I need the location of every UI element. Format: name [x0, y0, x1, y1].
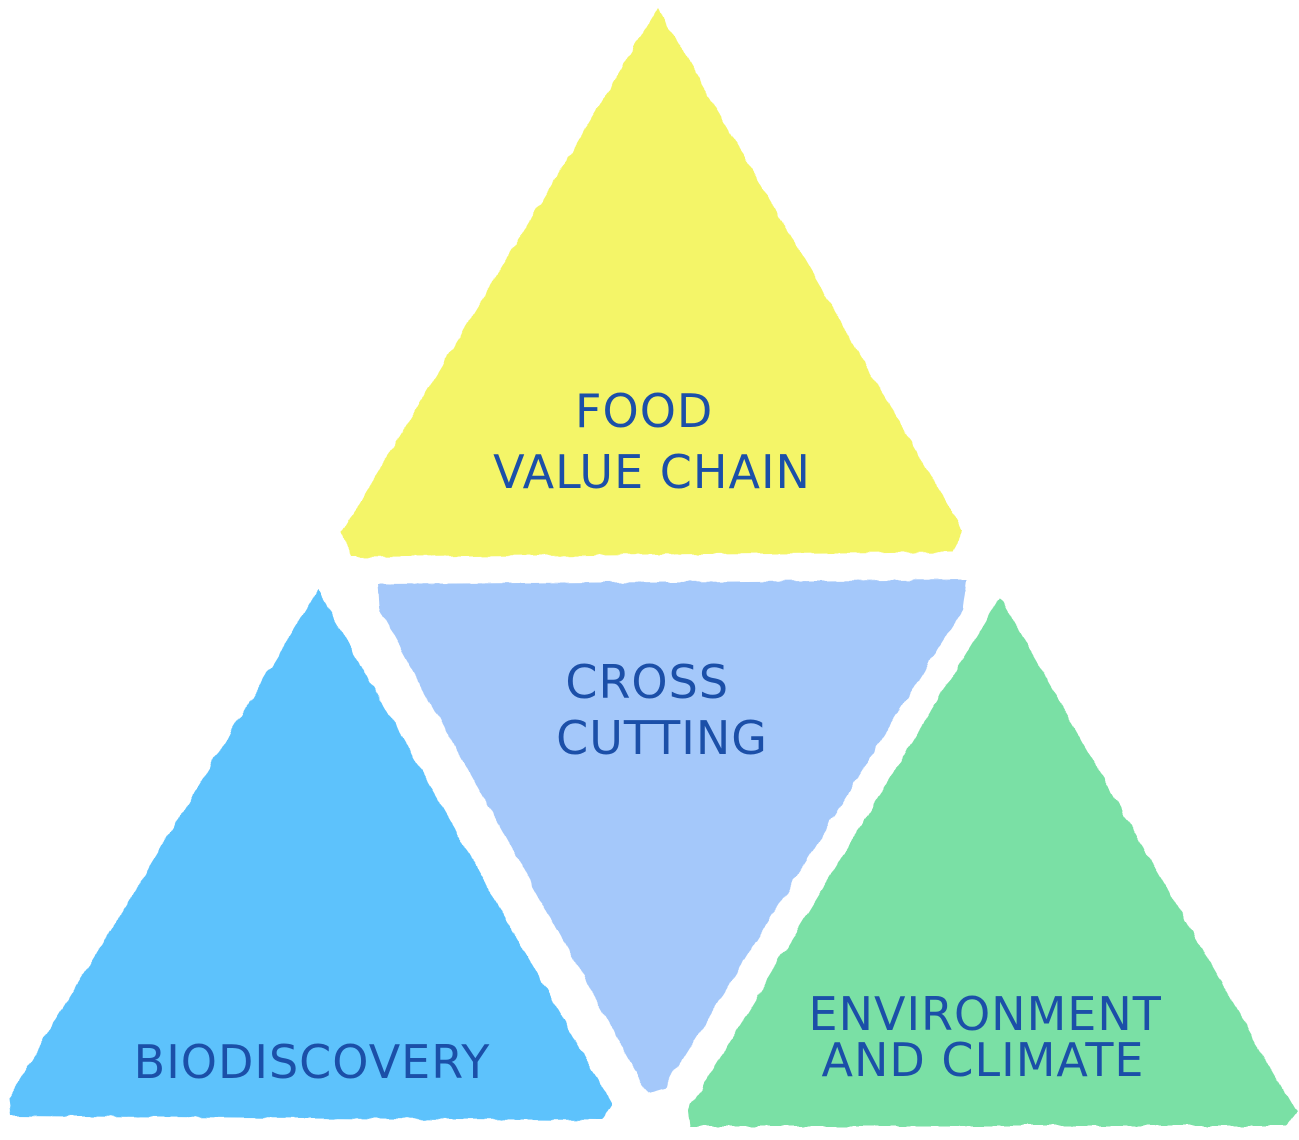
triangle-left-shape — [8, 590, 612, 1120]
triangle-top-shape — [342, 8, 962, 557]
triangle-right-line-2: AND CLIMATE — [822, 1033, 1145, 1087]
triangle-right-label: ENVIRONMENT AND CLIMATE — [809, 987, 1178, 1087]
triangle-top-label: FOOD VALUE CHAIN — [493, 384, 811, 499]
triangle-left-label: BIODISCOVERY — [134, 1035, 491, 1089]
triangle-center-line-2: CUTTING — [556, 711, 768, 765]
triangle-biodiscovery: BIODISCOVERY — [8, 590, 612, 1120]
triangle-center-shape — [378, 580, 966, 1093]
triangle-center-line-1: CROSS — [565, 655, 729, 709]
triangle-top-line-1: FOOD — [575, 384, 713, 438]
triangle-environment-climate: ENVIRONMENT AND CLIMATE — [688, 598, 1296, 1126]
triangle-food-value-chain: FOOD VALUE CHAIN — [342, 8, 962, 557]
triangle-right-line-1: ENVIRONMENT — [809, 987, 1162, 1041]
triangle-center-label: CROSS CUTTING — [556, 655, 768, 765]
triangle-left-line-1: BIODISCOVERY — [134, 1035, 491, 1089]
triangle-right-shape — [688, 598, 1296, 1126]
triangle-top-line-2: VALUE CHAIN — [493, 445, 811, 499]
triangle-cross-cutting: CROSS CUTTING — [378, 580, 966, 1093]
